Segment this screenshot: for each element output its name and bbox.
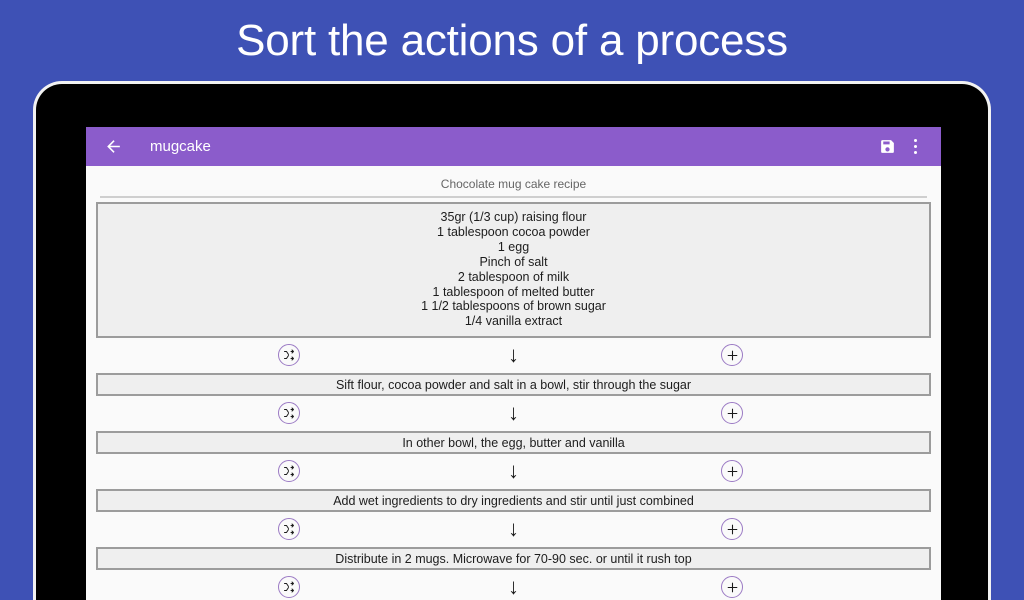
step-text: Sift flour, cocoa powder and salt in a b… <box>335 377 692 392</box>
connector-row: ↓ <box>86 454 941 489</box>
app-title: mugcake <box>150 138 211 155</box>
connector-row: ↓ <box>86 396 941 431</box>
list-item: 2 tablespoon of milk <box>457 269 570 284</box>
shuffle-icon[interactable] <box>278 344 300 367</box>
overflow-dots <box>913 139 917 154</box>
plus-circle-icon[interactable] <box>721 402 743 425</box>
arrow-down-icon: ↓ <box>508 400 519 426</box>
back-arrow-icon[interactable] <box>100 134 126 160</box>
step-row[interactable]: Add wet ingredients to dry ingredients a… <box>96 489 931 513</box>
arrow-down-icon: ↓ <box>508 458 519 484</box>
overflow-menu-icon[interactable] <box>901 133 929 161</box>
save-icon[interactable] <box>873 133 901 161</box>
step-row[interactable]: Sift flour, cocoa powder and salt in a b… <box>96 373 931 397</box>
list-item: 1 egg <box>497 239 530 254</box>
step-text: Add wet ingredients to dry ingredients a… <box>333 493 694 508</box>
recipe-content: Chocolate mug cake recipe 35gr (1/3 cup)… <box>86 166 941 600</box>
arrow-down-icon: ↓ <box>508 342 519 368</box>
list-item: 1 tablespoon cocoa powder <box>437 224 590 239</box>
list-item: 35gr (1/3 cup) raising flour <box>440 210 587 224</box>
ingredients-card[interactable]: 35gr (1/3 cup) raising flour 1 tablespoo… <box>96 202 931 339</box>
arrow-down-icon: ↓ <box>508 516 519 542</box>
tablet-device-frame: mugcake Chocolate mug cake recipe 35gr (… <box>36 84 988 600</box>
shuffle-icon[interactable] <box>278 460 300 483</box>
shuffle-icon[interactable] <box>278 402 300 425</box>
shuffle-icon[interactable] <box>278 518 300 541</box>
list-item: 1/4 vanilla extract <box>464 314 563 329</box>
connector-row: ↓ <box>86 512 941 547</box>
list-item: Pinch of salt <box>479 254 548 269</box>
promo-headline: Sort the actions of a process <box>236 16 788 65</box>
step-text: Distribute in 2 mugs. Microwave for 70-9… <box>335 551 692 566</box>
shuffle-icon[interactable] <box>278 576 300 599</box>
title-divider <box>100 196 927 198</box>
connector-row: ↓ <box>86 338 941 373</box>
plus-circle-icon[interactable] <box>721 518 743 541</box>
plus-circle-icon[interactable] <box>721 576 743 599</box>
plus-circle-icon[interactable] <box>721 460 743 483</box>
step-row[interactable]: Distribute in 2 mugs. Microwave for 70-9… <box>96 547 931 571</box>
step-text: In other bowl, the egg, butter and vanil… <box>402 435 625 450</box>
step-row[interactable]: In other bowl, the egg, butter and vanil… <box>96 431 931 455</box>
arrow-down-icon: ↓ <box>508 574 519 600</box>
tablet-screen: mugcake Chocolate mug cake recipe 35gr (… <box>86 127 941 600</box>
list-item: 1 tablespoon of melted butter <box>432 284 595 299</box>
app-toolbar: mugcake <box>86 127 941 166</box>
recipe-title: Chocolate mug cake recipe <box>440 177 587 191</box>
connector-row: ↓ <box>86 570 941 600</box>
list-item: 1 1/2 tablespoons of brown sugar <box>421 299 606 314</box>
plus-circle-icon[interactable] <box>721 344 743 367</box>
